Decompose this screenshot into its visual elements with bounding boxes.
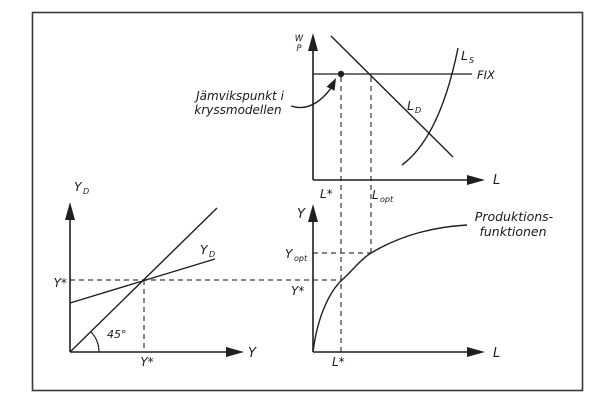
dashed-connectors: [70, 77, 372, 352]
production-function-diagram: Y L Produktions- funktionen Y opt Y* L*: [285, 204, 554, 369]
y-star-bottom-label: Y*: [140, 355, 153, 369]
production-title-line2: funktionen: [479, 224, 546, 239]
angle-arc: [90, 331, 100, 353]
aggregate-demand-label: Y: [200, 242, 209, 257]
production-l-star-label: L*: [332, 355, 345, 369]
labor-x-axis-arrowhead: [467, 175, 485, 185]
cross-model-diagram: Y D Y Y D 45° Y* Y*: [54, 179, 257, 369]
production-x-axis-arrowhead: [467, 347, 485, 357]
y-star-axis-label: Y*: [54, 276, 67, 290]
annotation-arrowhead: [326, 78, 336, 91]
output-axis-arrowhead: [308, 204, 318, 222]
equilibrium-annotation: Jämvikspunkt i kryssmodellen: [194, 78, 336, 117]
aggregate-demand-label-sub: D: [209, 250, 215, 259]
cross-x-axis-arrowhead: [226, 347, 244, 357]
l-opt-tick-label: L: [372, 188, 379, 202]
annotation-line1: Jämvikspunkt i: [194, 89, 285, 103]
wp-axis-label-w: W: [295, 34, 304, 44]
labor-market-diagram: W P L FIX L D L S L* L opt: [295, 33, 500, 204]
wp-axis-label-p: P: [296, 44, 302, 54]
labor-x-axis-label: L: [493, 173, 500, 188]
output-axis-label: Y: [297, 207, 306, 222]
y-opt-tick-label-sub: opt: [294, 254, 308, 263]
production-y-star-label: Y*: [291, 284, 304, 298]
y-opt-tick-label: Y: [285, 247, 294, 261]
yd-axis-label: Y: [74, 179, 83, 194]
equilibrium-dot: [337, 70, 345, 78]
production-function-curve: [312, 224, 468, 353]
labor-supply-label: L: [461, 48, 468, 63]
labor-supply-label-sub: S: [469, 56, 474, 65]
wp-axis-arrowhead: [308, 33, 318, 51]
labor-demand-line: [330, 35, 454, 158]
fix-label: FIX: [477, 68, 496, 82]
cross-x-axis-label: Y: [248, 346, 257, 361]
yd-axis-label-sub: D: [83, 187, 89, 196]
angle-label: 45°: [107, 328, 127, 341]
labor-demand-label-sub: D: [415, 106, 421, 115]
aggregate-demand-line: [69, 258, 216, 304]
l-opt-tick-label-sub: opt: [380, 195, 394, 204]
labor-supply-curve: [401, 47, 459, 166]
yd-axis-arrowhead: [65, 202, 75, 220]
annotation-line2: kryssmodellen: [194, 103, 281, 117]
production-x-axis-label: L: [493, 346, 500, 361]
l-star-tick-label: L*: [320, 187, 333, 201]
annotation-arrow-curve: [290, 88, 332, 109]
production-title-line1: Produktions-: [475, 209, 554, 224]
labor-demand-label: L: [407, 98, 414, 113]
figure-frame: [31, 11, 584, 392]
